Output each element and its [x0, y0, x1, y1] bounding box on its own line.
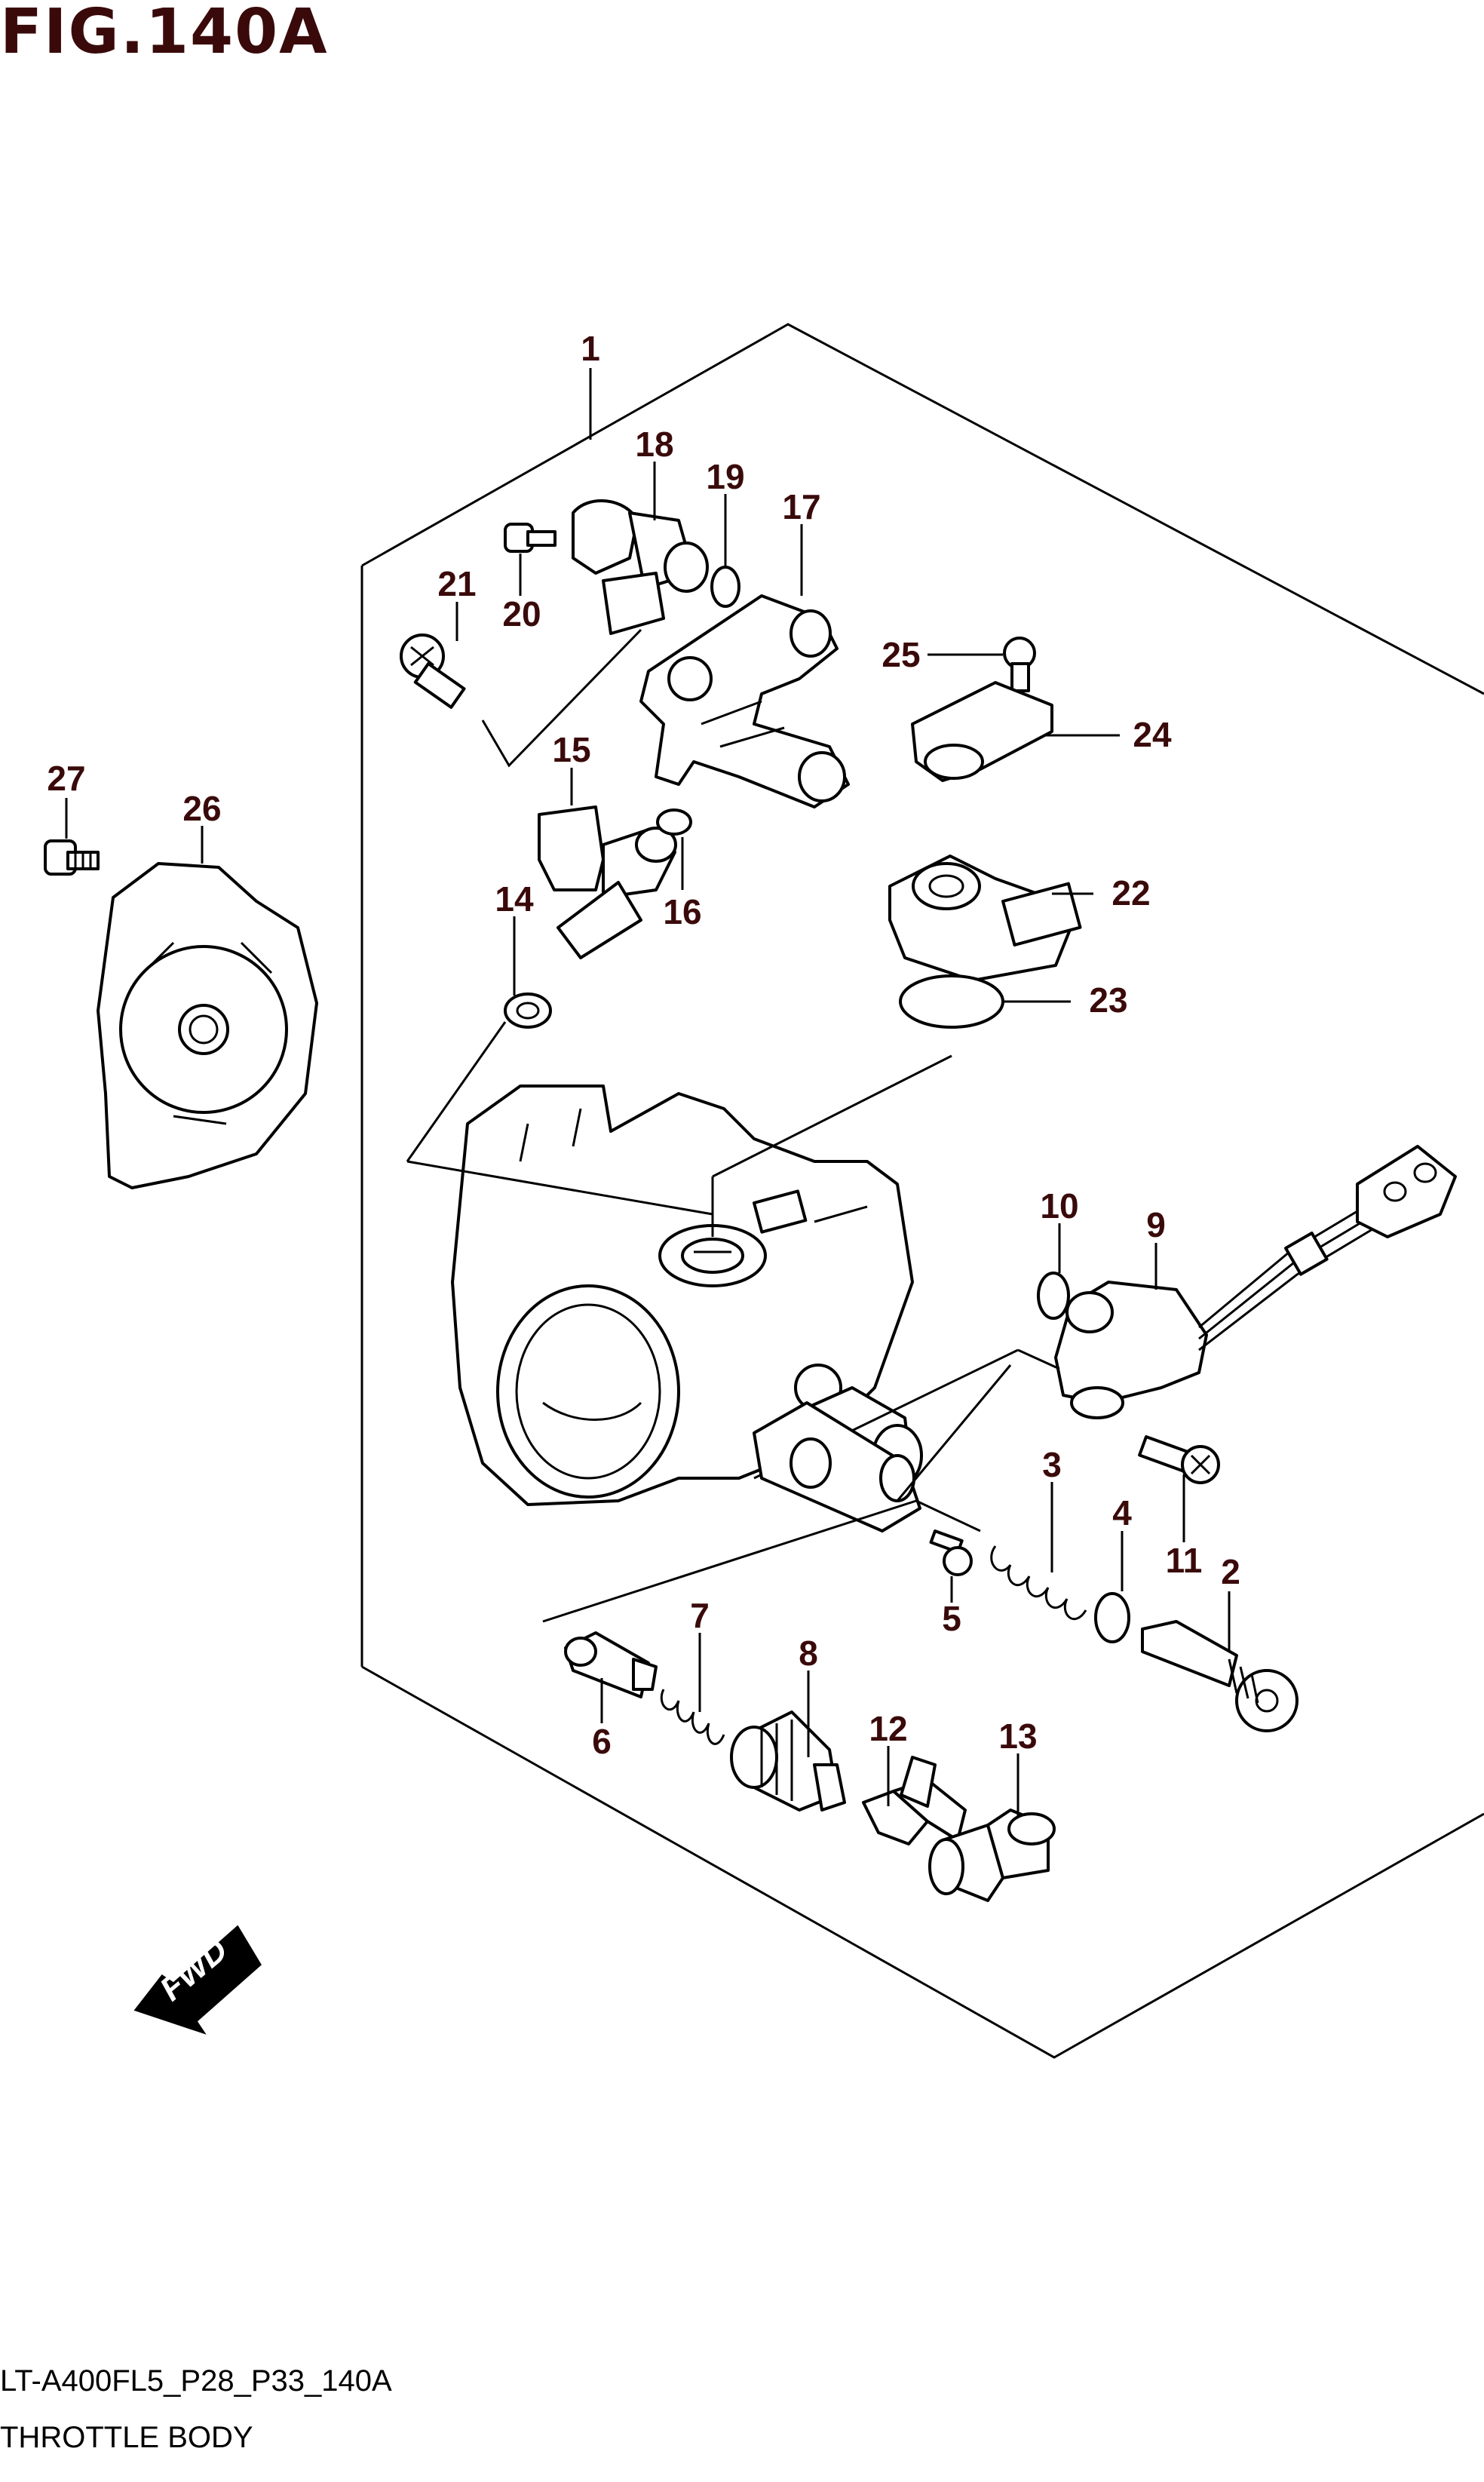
leader-14-link-b [406, 1160, 713, 1216]
callout-5: 5 [942, 1599, 961, 1638]
leader-21-link [481, 628, 642, 768]
callout-12: 12 [869, 1709, 907, 1748]
leader-23-link [712, 1054, 952, 1178]
callout-10: 10 [1040, 1186, 1078, 1226]
assembly-frame [361, 323, 1484, 695]
part-24-bracket[interactable] [911, 681, 1053, 782]
callout-27: 27 [47, 759, 85, 798]
callout-25: 25 [882, 635, 920, 674]
part-27-bolt[interactable] [44, 839, 100, 876]
callout-11: 11 [1166, 1541, 1203, 1580]
leader-bypass-a [542, 1499, 917, 1623]
callout-21: 21 [437, 564, 476, 603]
part-8-valve[interactable] [730, 1710, 846, 1812]
part-10-o-ring[interactable] [1037, 1272, 1070, 1320]
part-14-seal[interactable] [504, 992, 552, 1029]
callout-15: 15 [552, 730, 590, 769]
fwd-arrow-icon: FWD [133, 1925, 262, 2035]
part-bypass-body[interactable] [753, 1401, 921, 1532]
part-26-cover[interactable] [97, 862, 318, 1189]
callout-3: 3 [1042, 1445, 1062, 1484]
part-18-pipe[interactable] [572, 499, 709, 635]
callout-13: 13 [998, 1717, 1037, 1756]
callout-18: 18 [635, 425, 673, 464]
part-13-elbow[interactable] [928, 1809, 1056, 1902]
part-3-spring[interactable] [990, 1545, 1087, 1621]
leader-bypass-c [896, 1364, 1012, 1502]
callout-17: 17 [782, 487, 820, 526]
part-25-screw[interactable] [1003, 637, 1036, 692]
leader-bypass-b [915, 1499, 981, 1532]
figure-name: THROTTLE BODY [0, 2421, 253, 2454]
part-20-bolt[interactable] [504, 523, 556, 553]
part-15-injector[interactable] [538, 805, 677, 959]
callout-2: 2 [1221, 1552, 1240, 1591]
part-7-spring[interactable] [660, 1689, 725, 1745]
part-19-o-ring[interactable] [710, 566, 740, 608]
leader-9-link [1017, 1348, 1060, 1370]
callout-4: 4 [1112, 1493, 1132, 1532]
part-23-o-ring[interactable] [899, 974, 1004, 1029]
callout-7: 7 [690, 1596, 710, 1635]
callout-23: 23 [1089, 980, 1127, 1020]
callout-24: 24 [1133, 715, 1172, 754]
callout-14: 14 [495, 879, 534, 919]
part-4-o-ring[interactable] [1094, 1592, 1130, 1643]
callout-19: 19 [706, 457, 744, 496]
part-16-o-ring[interactable] [656, 808, 692, 836]
callout-8: 8 [799, 1634, 818, 1673]
part-6-plunger[interactable] [564, 1631, 658, 1698]
part-9-tps-sensor[interactable] [1054, 1145, 1457, 1419]
callout-22: 22 [1111, 873, 1150, 913]
part-5-screw[interactable] [929, 1529, 973, 1576]
part-21-screw[interactable] [400, 634, 466, 709]
callout-26: 26 [182, 789, 221, 828]
callout-20: 20 [502, 594, 541, 634]
callout-9: 9 [1146, 1205, 1166, 1244]
part-11-screw[interactable] [1138, 1434, 1220, 1484]
figure-title: FIG.140A [0, 0, 329, 68]
part-17-fuel-rail[interactable] [639, 594, 850, 808]
callout-16: 16 [663, 892, 701, 931]
leader-14-link [406, 1021, 507, 1162]
callout-1: 1 [581, 329, 600, 368]
callout-6: 6 [592, 1722, 612, 1761]
part-22-sensor[interactable] [888, 854, 1082, 982]
part-12-hose[interactable] [862, 1756, 967, 1845]
assembly-frame-bottom [361, 1665, 1484, 2059]
figure-code: LT-A400FL5_P28_P33_140A [0, 2364, 392, 2398]
part-2-idle-screw[interactable] [1141, 1620, 1298, 1732]
